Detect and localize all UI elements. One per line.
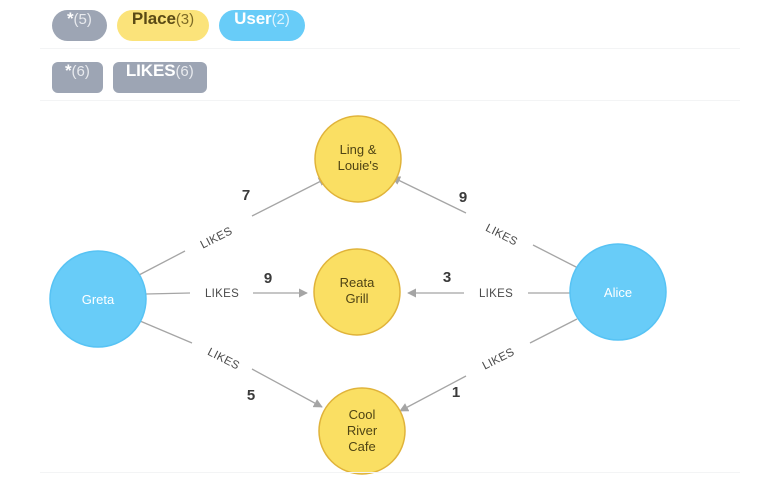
edge-weight-label: 9 bbox=[264, 270, 272, 287]
edge-type-label: LIKES bbox=[481, 346, 517, 372]
chip-name: * bbox=[65, 60, 72, 80]
node-label-chip-row: *(5) Place(3) User(2) bbox=[0, 6, 768, 44]
edge-weight-label: 5 bbox=[247, 387, 255, 404]
graph-node-ling-and-louies[interactable]: Ling & Louie's bbox=[314, 115, 402, 203]
edge-type-label: LIKES bbox=[205, 288, 239, 300]
edge-greta-coolriver[interactable]: LIKES 5 bbox=[139, 320, 323, 408]
edge-alice-ling[interactable]: LIKES 9 bbox=[391, 176, 579, 269]
graph-node-cool-river-cafe[interactable]: Cool River Cafe bbox=[318, 387, 406, 475]
edge-weight-label: 7 bbox=[242, 187, 250, 204]
panel-bottom-divider bbox=[40, 472, 740, 473]
node-label-chip-all[interactable]: *(5) bbox=[52, 8, 107, 41]
chip-count: (6) bbox=[71, 62, 90, 80]
legend-divider-bottom bbox=[40, 100, 740, 101]
edge-greta-reata[interactable]: LIKES 9 bbox=[145, 270, 308, 300]
edge-alice-coolriver[interactable]: LIKES 1 bbox=[399, 318, 578, 412]
chip-name: User bbox=[234, 8, 272, 28]
edge-greta-ling[interactable]: LIKES 7 bbox=[138, 177, 328, 276]
edge-weight-label: 3 bbox=[443, 269, 451, 286]
edge-type-label: LIKES bbox=[205, 346, 241, 372]
edge-weight-label: 1 bbox=[452, 384, 460, 401]
legend-divider-top bbox=[40, 48, 740, 49]
edge-weight-label: 9 bbox=[459, 189, 467, 206]
node-label-chip-place[interactable]: Place(3) bbox=[116, 8, 210, 41]
relationship-type-chip-row: *(6) LIKES(6) bbox=[0, 58, 768, 96]
chip-count: (6) bbox=[175, 62, 194, 80]
chip-count: (5) bbox=[73, 10, 92, 28]
chip-name: Place bbox=[131, 8, 176, 28]
relationship-chip-likes[interactable]: LIKES(6) bbox=[112, 60, 207, 93]
relationship-chip-all[interactable]: *(6) bbox=[52, 60, 103, 93]
chip-count: (2) bbox=[271, 10, 290, 28]
graph-node-reata-grill[interactable]: Reata Grill bbox=[313, 248, 401, 336]
edge-type-label: LIKES bbox=[483, 222, 519, 248]
graph-node-greta[interactable]: Greta bbox=[49, 250, 147, 348]
edge-type-label: LIKES bbox=[199, 225, 235, 251]
graph-canvas[interactable]: LIKES 7 LIKES 9 LIKES 5 LIKES 9 bbox=[0, 100, 768, 481]
chip-name: LIKES bbox=[125, 60, 176, 80]
chip-name: * bbox=[67, 8, 74, 28]
edge-type-label: LIKES bbox=[479, 288, 513, 300]
node-label-chip-user[interactable]: User(2) bbox=[219, 8, 305, 41]
graph-node-alice[interactable]: Alice bbox=[569, 243, 667, 341]
chip-count: (3) bbox=[175, 10, 195, 28]
edge-alice-reata[interactable]: LIKES 3 bbox=[407, 269, 570, 300]
